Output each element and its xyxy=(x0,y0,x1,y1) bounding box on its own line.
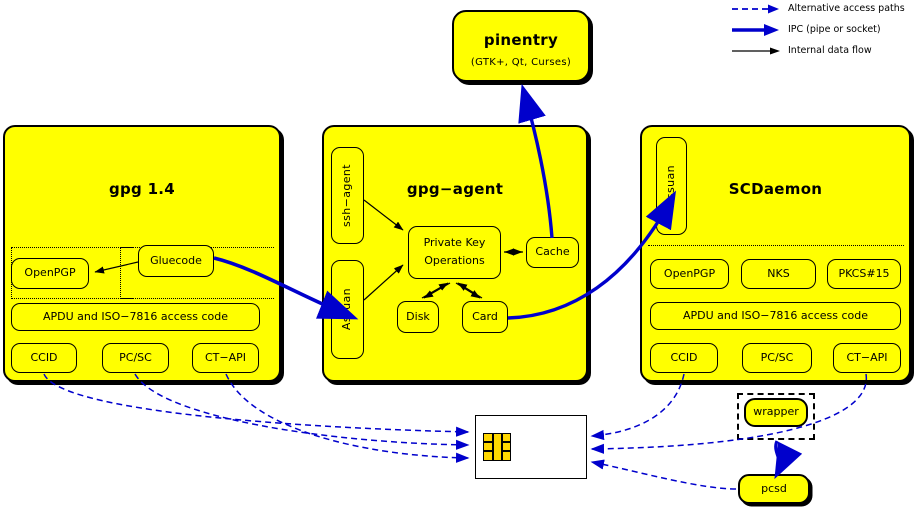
gpg-agent-assuan-label: Assuan xyxy=(340,288,354,331)
card-node[interactable]: Card xyxy=(462,301,508,333)
gpg-apdu-node[interactable]: APDU and ISO−7816 access code xyxy=(11,303,260,331)
legend-label-internal-data-flow: Internal data flow xyxy=(788,45,872,56)
legend-label-alternative-access-paths: Alternative access paths xyxy=(788,3,905,14)
alt-path-pcsd-to-smartcard xyxy=(590,459,737,490)
scdaemon-assuan-label: Assuan xyxy=(664,164,678,208)
scdaemon-apdu-node[interactable]: APDU and ISO−7816 access code xyxy=(650,302,901,330)
alt-path-gpg-ctapi-to-smartcard xyxy=(225,373,470,463)
gpg-openpgp-node[interactable]: OpenPGP xyxy=(11,258,89,289)
scdaemon-title: SCDaemon xyxy=(728,180,823,198)
gpg-container[interactable]: gpg 1.4 xyxy=(3,125,281,382)
smartcard-chip-icon xyxy=(483,433,511,461)
scdaemon-app-pkcs15[interactable]: PKCS#15 xyxy=(827,259,901,289)
alt-path-gpg-ccid-to-smartcard xyxy=(43,373,470,437)
ssh-agent-label: ssh−agent xyxy=(340,163,354,228)
disk-node[interactable]: Disk xyxy=(397,301,439,333)
pinentry-box[interactable]: pinentry (GTK+, Qt, Curses) xyxy=(452,10,590,82)
gpg-agent-ssh-agent-node[interactable]: ssh−agent xyxy=(331,147,364,244)
gpg-gluecode-node[interactable]: Gluecode xyxy=(138,245,214,277)
pcsd-node[interactable]: pcsd xyxy=(738,474,810,504)
scdaemon-driver-pcsc[interactable]: PC/SC xyxy=(742,343,812,373)
ipc-wrapper-to-pcsd xyxy=(774,440,803,480)
gpg-agent-assuan-node[interactable]: Assuan xyxy=(331,260,364,359)
private-key-operations-node[interactable]: Private Key Operations xyxy=(408,226,501,279)
pinentry-subtitle: (GTK+, Qt, Curses) xyxy=(470,57,572,68)
scdaemon-app-openpgp[interactable]: OpenPGP xyxy=(650,259,729,289)
legend-label-ipc: IPC (pipe or socket) xyxy=(788,24,881,35)
pinentry-title: pinentry xyxy=(483,31,559,49)
gpg-agent-title: gpg−agent xyxy=(406,180,504,198)
smartcard[interactable] xyxy=(475,415,587,479)
scdaemon-driver-ccid[interactable]: CCID xyxy=(650,343,718,373)
scdaemon-driver-ctapi[interactable]: CT−API xyxy=(833,343,901,373)
cache-node[interactable]: Cache xyxy=(526,237,579,268)
gpg-driver-ctapi[interactable]: CT−API xyxy=(192,343,259,373)
private-key-ops-line1: Private Key xyxy=(423,236,486,250)
scdaemon-app-nks[interactable]: NKS xyxy=(741,259,816,289)
scdaemon-separator xyxy=(648,245,904,246)
gpg-driver-pcsc[interactable]: PC/SC xyxy=(102,343,169,373)
gpg-driver-ccid[interactable]: CCID xyxy=(11,343,77,373)
private-key-ops-line2: Operations xyxy=(424,254,485,267)
alt-path-scd-ccid-to-smartcard xyxy=(590,373,685,441)
scdaemon-assuan-node[interactable]: Assuan xyxy=(656,137,687,235)
gpg-title: gpg 1.4 xyxy=(108,180,176,198)
gpg-dotted-region-right xyxy=(120,247,274,299)
alt-path-scd-ctapi-to-smartcard xyxy=(590,373,868,454)
alt-path-gpg-pcsc-to-smartcard xyxy=(134,373,470,450)
wrapper-node[interactable]: wrapper xyxy=(744,398,808,427)
